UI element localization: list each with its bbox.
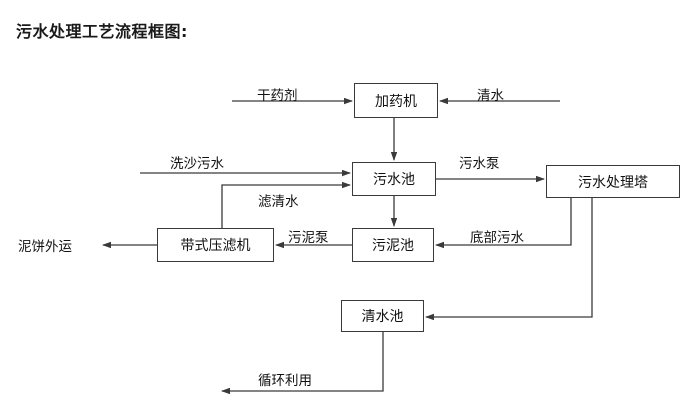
edge-treatment-tower-to-sludge-pool [435,198,572,249]
edge-label-recycle-reuse: 循环利用 [258,373,312,389]
terminal-label-clean-water: 清水 [477,88,504,104]
terminal-label-mud-cake-output: 泥饼外运 [18,239,72,255]
page-title: 污水处理工艺流程框图: [16,22,188,41]
node-label: 加药机 [375,93,417,110]
node-label: 污水处理塔 [578,174,648,191]
node-label: 清水池 [361,309,404,325]
edge-label-filtered-clear-water: 滤清水 [258,194,299,210]
edge-treatment-tower-to-clear-water-pool [425,198,593,321]
edge-label-bottom-sewage: 底部污水 [470,230,524,246]
node-sludge-pool[interactable]: 污泥池 [352,228,434,262]
edge-label-wastewater-pump: 污水泵 [459,156,500,172]
node-wastewater-pool[interactable]: 污水池 [352,162,436,196]
node-dosing-machine[interactable]: 加药机 [354,83,438,118]
edge-clear-water-pool-to-recycle [221,332,384,395]
node-clear-water-pool[interactable]: 清水池 [341,300,424,332]
edge-label-sludge-pump: 污泥泵 [288,230,329,246]
node-label: 污水池 [373,172,415,188]
edge-filtered-water-to-wastewater-pool [221,181,351,228]
node-label: 污泥池 [372,238,414,254]
terminal-label-sand-wash-wastewater: 洗沙污水 [170,156,224,172]
node-belt-filter-press[interactable]: 带式压滤机 [157,228,274,262]
terminal-label-dry-chemical: 干药剂 [257,88,298,104]
node-label: 带式压滤机 [180,238,251,254]
node-treatment-tower[interactable]: 污水处理塔 [546,165,680,198]
